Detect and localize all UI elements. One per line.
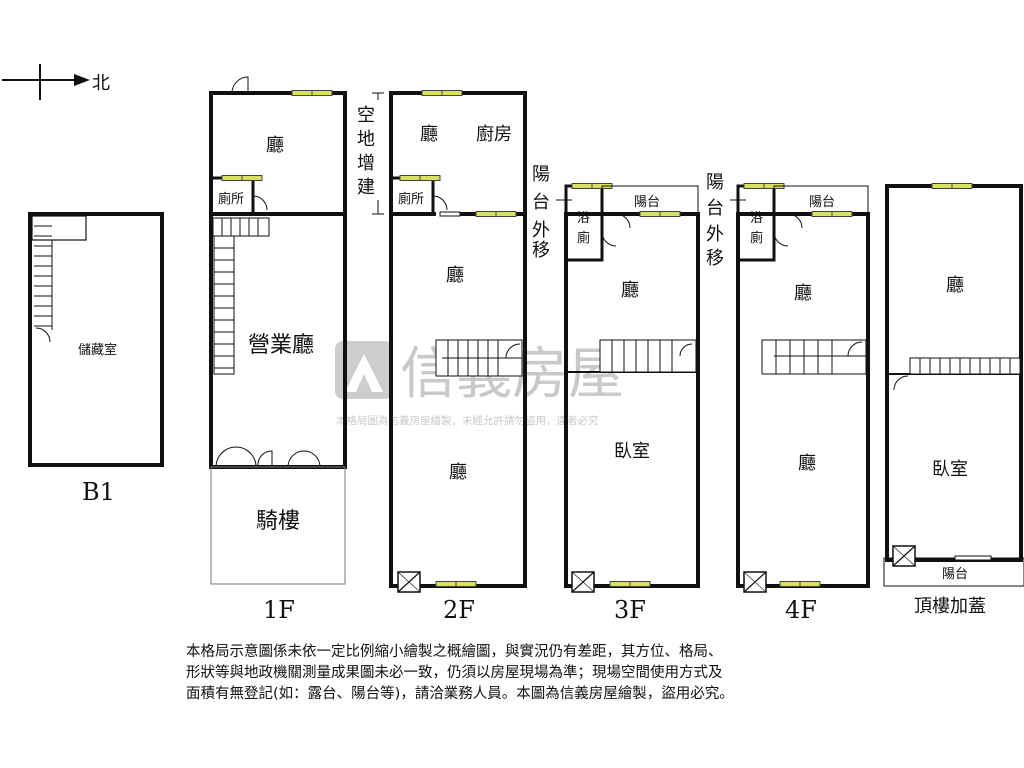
annotation-vacant-land: 空 地 增 建 [356, 92, 384, 215]
room-3f-balcony: 陽台 [634, 195, 660, 210]
note-3f-4: 移 [532, 240, 550, 261]
disclaimer-line-3: 面積有無登記(如：露台、陽台等)，請洽業務人員。本圖為信義房屋繪製，盜用必究。 [186, 686, 734, 702]
floor-2f: 廳 廚房 廁所 廳 廳 2F [389, 90, 527, 624]
compass: 北 [2, 64, 110, 100]
room-b1-storage: 儲藏室 [78, 342, 117, 358]
floor-label-2f: 2F [443, 596, 475, 624]
floor-4f: 浴 廁 陽台 廳 廳 4F [736, 183, 870, 624]
disclaimer-line-1: 本格局示意圖係未依一定比例縮小繪製之概繪圖，與實況仍有差距，其方位、格局、 [186, 644, 723, 660]
room-4f-living-bottom: 廳 [798, 453, 816, 474]
note-4f-2: 台 [706, 198, 724, 219]
room-4f-toilet: 廁 [750, 230, 763, 246]
room-3f-toilet: 廁 [577, 230, 590, 246]
room-1f-arcade: 騎樓 [256, 509, 300, 534]
note-4f-4: 移 [706, 248, 724, 269]
room-3f-bedroom: 臥室 [614, 441, 650, 462]
room-roof-balcony: 陽台 [942, 567, 968, 582]
room-4f-balcony: 陽台 [809, 195, 835, 210]
room-roof-bedroom: 臥室 [932, 459, 968, 480]
room-1f-living: 廳 [266, 135, 284, 156]
note-4f-1: 陽 [706, 172, 724, 193]
room-4f-bath: 浴 [750, 211, 763, 226]
room-1f-business-hall: 營業廳 [248, 333, 314, 358]
watermark-logo-icon [335, 341, 393, 399]
room-3f-living: 廳 [621, 280, 639, 301]
floor-3f: 浴 廁 陽台 廳 臥室 3F [564, 183, 700, 624]
north-arrow-icon [74, 74, 90, 86]
floor-label-roof: 頂樓加蓋 [914, 596, 986, 617]
room-2f-kitchen: 廚房 [476, 123, 512, 145]
room-2f-living-top: 廳 [420, 124, 438, 145]
note-vacant-4: 建 [357, 177, 375, 198]
room-2f-living-mid: 廳 [446, 265, 464, 286]
room-2f-toilet: 廁所 [398, 191, 424, 207]
annotation-balcony-3f: 陽 台 外 移 [532, 164, 572, 261]
note-3f-1: 陽 [532, 164, 550, 185]
note-3f-3: 外 [532, 220, 550, 241]
note-vacant-3: 增 [357, 153, 375, 174]
disclaimer-note: 本格局示意圖係未依一定比例縮小繪製之概繪圖，與實況仍有差距，其方位、格局、 形狀… [186, 642, 846, 705]
floor-label-b1: B1 [82, 478, 115, 506]
note-vacant-1: 空 [357, 105, 375, 126]
floor-roof: 廳 臥室 陽台 頂樓加蓋 [883, 183, 1024, 617]
north-label: 北 [92, 73, 110, 94]
floor-b1: 儲藏室 B1 [28, 212, 164, 506]
note-vacant-2: 地 [357, 129, 375, 150]
floor-label-3f: 3F [614, 596, 646, 624]
room-roof-living: 廳 [946, 275, 964, 296]
room-4f-living-top: 廳 [794, 283, 812, 304]
disclaimer-line-2: 形狀等與地政機關測量成果圖未必一致，仍須以房屋現場為準；現場空間使用方式及 [186, 665, 723, 681]
watermark-notice: 本格局圖為信義房屋繪製，未經允許請勿盜用，違者必究 [336, 414, 599, 427]
floor-label-4f: 4F [785, 596, 817, 624]
floor-1f: 廳 廁所 營業廳 騎樓 1F [209, 76, 347, 624]
note-3f-2: 台 [532, 192, 550, 213]
note-4f-3: 外 [706, 224, 724, 245]
room-2f-living-bottom: 廳 [449, 462, 467, 483]
room-1f-toilet: 廁所 [218, 191, 244, 207]
room-3f-bath: 浴 [577, 211, 590, 226]
floor-label-1f: 1F [263, 596, 295, 624]
